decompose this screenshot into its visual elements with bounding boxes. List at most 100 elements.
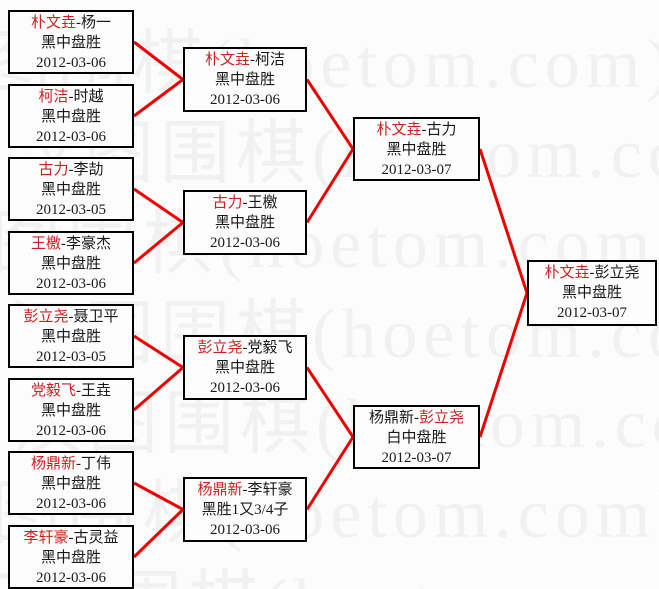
match-players: 朴文垚-杨一 (10, 13, 132, 33)
dash: - (414, 410, 419, 426)
player-name: 王垚 (81, 383, 112, 399)
match-box-r1m7: 杨鼎新-丁伟黑中盘胜 2012-03-06 (8, 451, 134, 515)
match-result: 黑中盘胜 (40, 256, 101, 272)
match-box-r2m4: 杨鼎新-李轩豪黑胜1又3/4子 2012-03-06 (183, 477, 307, 542)
player-name: 李轩豪 (247, 482, 293, 498)
player-name: 丁伟 (81, 456, 112, 472)
match-date: 2012-03-05 (36, 202, 106, 218)
match-players: 彭立尧-党毅飞 (185, 338, 305, 358)
match-date: 2012-03-06 (36, 496, 106, 512)
connector-line-r1m5 (133, 334, 184, 369)
dash: - (68, 162, 74, 178)
match-players: 朴文垚-柯洁 (185, 50, 305, 70)
match-players: 杨鼎新-彭立尧 (355, 408, 478, 428)
match-result: 黑中盘胜 (214, 360, 275, 376)
player-name: 古灵益 (73, 530, 119, 546)
match-players: 朴文垚-古力 (355, 120, 478, 140)
winner-name: 古力 (38, 162, 69, 178)
connector-line-r1m2 (133, 78, 184, 118)
match-players: 李轩豪-古灵益 (10, 528, 132, 548)
dash: - (76, 383, 81, 399)
player-name: 李劼 (73, 162, 104, 178)
player-name: 李豪杰 (66, 236, 112, 252)
winner-name: 彭立尧 (197, 340, 243, 356)
match-result: 黑中盘胜 (40, 329, 101, 345)
winner-name: 柯洁 (38, 89, 69, 105)
match-players: 杨鼎新-丁伟 (10, 454, 132, 474)
match-date: 2012-03-06 (36, 129, 106, 145)
match-date: 2012-03-07 (381, 162, 452, 178)
player-name: 聂卫平 (73, 309, 119, 325)
watermark-text: 汉图围棋(hoetom.com) (0, 570, 659, 589)
player-name: 王檄 (247, 195, 278, 211)
dash: - (68, 309, 74, 325)
match-date: 2012-03-06 (36, 55, 106, 71)
winner-name: 李轩豪 (23, 530, 69, 546)
player-name: 彭立尧 (594, 265, 640, 281)
player-name: 杨鼎新 (368, 410, 414, 426)
winner-name: 王檄 (30, 236, 61, 252)
match-box-r2m3: 彭立尧-党毅飞黑中盘胜 2012-03-06 (183, 335, 307, 400)
match-players: 朴文垚-彭立尧 (529, 263, 655, 283)
connector-line-r1m4 (133, 221, 184, 265)
match-players: 柯洁-时越 (10, 87, 132, 107)
match-players: 彭立尧-聂卫平 (10, 307, 132, 327)
dash: - (242, 340, 248, 356)
match-result: 黑中盘胜 (40, 403, 101, 419)
winner-name: 党毅飞 (30, 383, 76, 399)
winner-name: 朴文垚 (204, 52, 250, 68)
match-result: 黑中盘胜 (214, 215, 275, 231)
connector-line-r1m3 (133, 187, 184, 224)
match-players: 杨鼎新-李轩豪 (185, 480, 305, 500)
match-date: 2012-03-06 (210, 92, 280, 108)
match-date: 2012-03-07 (557, 305, 627, 321)
match-date: 2012-03-05 (36, 349, 106, 365)
match-date: 2012-03-06 (210, 235, 280, 251)
winner-name: 朴文垚 (544, 265, 590, 281)
winner-name: 杨鼎新 (197, 482, 243, 498)
match-result: 黑胜1又3/4子 (201, 502, 289, 518)
match-players: 王檄-李豪杰 (10, 234, 132, 254)
connector-line-r2m2 (305, 148, 355, 224)
match-players: 古力-王檄 (185, 193, 305, 213)
connector-line-sf1 (478, 148, 529, 294)
match-date: 2012-03-06 (210, 380, 280, 396)
player-name: 杨一 (81, 15, 112, 31)
match-date: 2012-03-06 (210, 522, 280, 538)
connector-line-r1m8 (132, 508, 185, 559)
winner-name: 彭立尧 (23, 309, 69, 325)
match-date: 2012-03-07 (381, 450, 452, 466)
match-result: 黑中盘胜 (561, 285, 622, 301)
player-name: 时越 (73, 89, 104, 105)
winner-name: 朴文垚 (30, 15, 76, 31)
match-result: 黑中盘胜 (40, 476, 101, 492)
connector-line-r1m7 (133, 481, 184, 511)
dash: - (68, 530, 74, 546)
connector-line-sf2 (478, 292, 529, 438)
match-box-f: 朴文垚-彭立尧黑中盘胜 2012-03-07 (527, 260, 657, 326)
match-result: 白中盘胜 (386, 430, 447, 446)
dash: - (250, 52, 255, 68)
winner-name: 古力 (212, 195, 243, 211)
dash: - (68, 89, 74, 105)
connector-line-r1m6 (133, 366, 184, 412)
match-players: 党毅飞-王垚 (10, 381, 132, 401)
winner-name: 杨鼎新 (30, 456, 76, 472)
connector-line-r2m4 (305, 436, 355, 511)
dash: - (76, 15, 81, 31)
dash: - (76, 456, 81, 472)
connector-line-r1m1 (133, 40, 184, 81)
connector-line-r2m3 (305, 366, 355, 438)
match-box-sf2: 杨鼎新-彭立尧白中盘胜 2012-03-07 (353, 405, 480, 469)
dash: - (589, 265, 595, 281)
